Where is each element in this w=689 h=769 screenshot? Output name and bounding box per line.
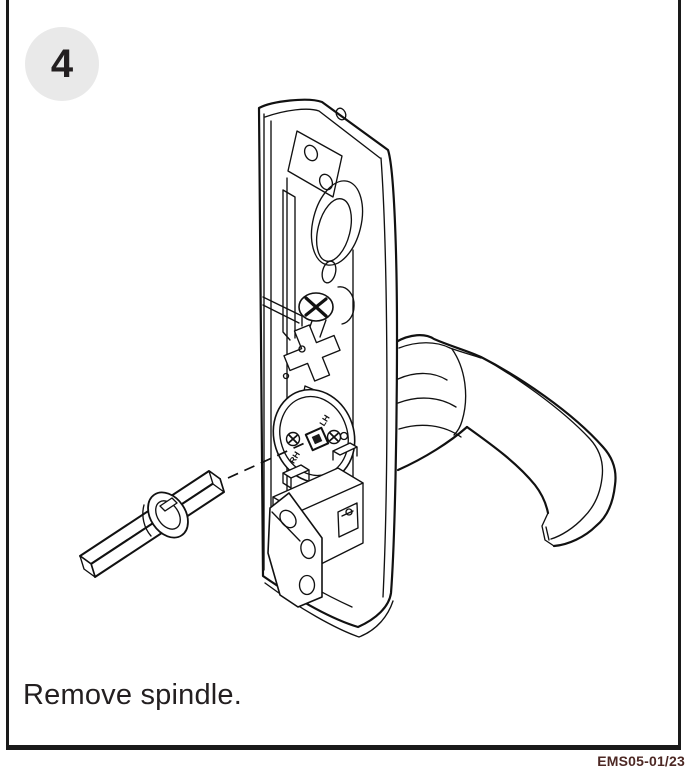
phillips-screw-icon (304, 296, 328, 318)
rosette-screw-right-icon (326, 429, 342, 445)
step-number: 4 (50, 42, 74, 86)
step-number-badge: 4 (25, 27, 99, 101)
spindle-collar (142, 491, 189, 539)
spindle-hole (304, 426, 330, 452)
document-code: EMS05-01/23 (597, 753, 685, 769)
lever-handle (394, 334, 617, 548)
step-caption: Remove spindle. (23, 679, 242, 711)
rosette-screw-left-icon (285, 431, 301, 447)
bottom-mounting-bracket (267, 492, 323, 608)
rosette-cam-disc: LH RH (272, 372, 356, 484)
backplate-interior-details (262, 107, 364, 408)
dashed-guide-line (227, 441, 308, 479)
